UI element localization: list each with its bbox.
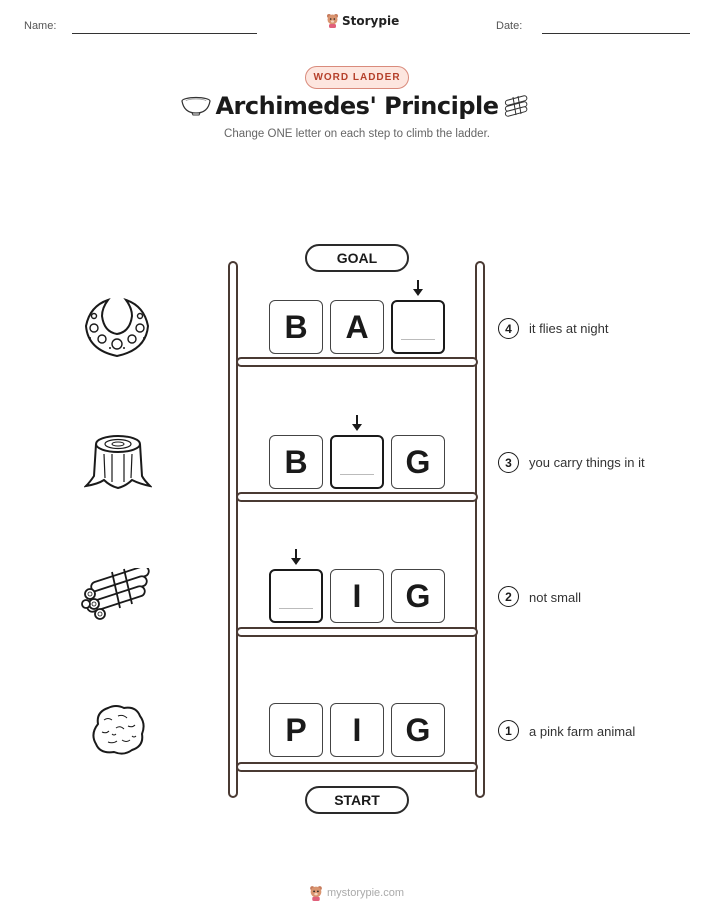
- tree-stump-icon: [84, 435, 152, 490]
- bowl-icon: [181, 96, 211, 116]
- letter-tile: P: [269, 703, 323, 757]
- rock-icon: [92, 705, 145, 755]
- arrow-down-icon: [413, 280, 423, 296]
- blank-letter-tile[interactable]: [391, 300, 445, 354]
- brand-name: Storypie: [342, 13, 400, 28]
- name-label: Name:: [24, 20, 57, 32]
- necklace-icon: [84, 298, 150, 358]
- name-line[interactable]: [72, 33, 257, 34]
- step-clue: you carry things in it: [529, 455, 645, 470]
- letter-tile: B: [269, 435, 323, 489]
- footer-url[interactable]: mystorypie.com: [327, 887, 405, 899]
- blank-letter-tile[interactable]: [330, 435, 384, 489]
- letter-tile: A: [330, 300, 384, 354]
- bear-icon: [327, 14, 338, 28]
- ladder-rung: [236, 762, 478, 772]
- letter-tile: G: [391, 435, 445, 489]
- step-number: 3: [498, 452, 519, 473]
- letter-tile: G: [391, 703, 445, 757]
- letter-tile: G: [391, 569, 445, 623]
- step-number: 1: [498, 720, 519, 741]
- step-clue: not small: [529, 590, 582, 605]
- letter-tile: I: [330, 569, 384, 623]
- ladder-rung: [236, 492, 478, 502]
- ladder-rung: [236, 357, 478, 367]
- goal-pill: GOAL: [305, 244, 409, 272]
- step-clue: it flies at night: [529, 321, 609, 336]
- date-label: Date:: [496, 20, 523, 32]
- page-title: Archimedes' Principle: [215, 92, 499, 120]
- brand-logo: Storypie: [326, 13, 399, 28]
- step-clue: a pink farm animal: [529, 724, 636, 739]
- ladder-left-rail: [228, 261, 238, 798]
- ladder-right-rail: [475, 261, 485, 798]
- blank-letter-tile[interactable]: [269, 569, 323, 623]
- word-ladder-badge: WORD LADDER: [305, 66, 409, 89]
- date-line[interactable]: [542, 33, 690, 34]
- bear-icon: [310, 886, 322, 901]
- letter-tile: I: [330, 703, 384, 757]
- start-pill: START: [305, 786, 409, 814]
- bundle-icon: [504, 95, 528, 117]
- step-number: 2: [498, 586, 519, 607]
- bundle-of-sticks-icon: [81, 568, 150, 620]
- arrow-down-icon: [291, 549, 301, 565]
- letter-tile: B: [269, 300, 323, 354]
- ladder-rung: [236, 627, 478, 637]
- step-number: 4: [498, 318, 519, 339]
- instructions: Change ONE letter on each step to climb …: [224, 128, 490, 140]
- footer: mystorypie.com: [309, 885, 404, 901]
- arrow-down-icon: [352, 415, 362, 431]
